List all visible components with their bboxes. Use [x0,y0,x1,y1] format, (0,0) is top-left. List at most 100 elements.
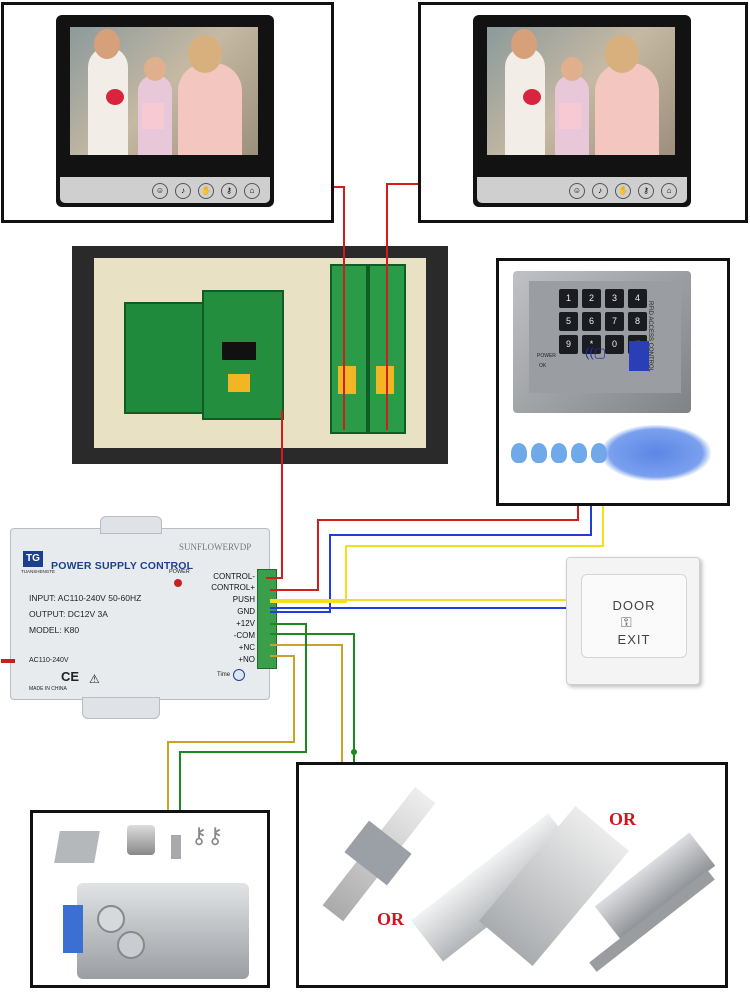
monitor-screen [70,27,258,155]
psu-made: MADE IN CHINA [29,686,67,692]
psu-title: POWER SUPPLY CONTROL [51,560,194,572]
key-icon[interactable]: ⚷ [638,183,654,199]
terminal-label-gnd: GND [237,607,255,616]
music-note-icon[interactable]: ♪ [175,183,191,199]
rfid-tag [511,443,527,463]
hand-icon[interactable]: ✋ [198,183,214,199]
family-photo-father-head [511,29,537,59]
psu-power-label: POWER [169,569,190,575]
hand-icon[interactable]: ✋ [615,183,631,199]
family-photo-card [142,103,164,129]
psu-brand: SUNFLOWERVDP [179,542,252,552]
psu-output: OUTPUT: DC12V 3A [29,609,108,619]
psu-logo-text: TUANSHENGTE [21,569,56,574]
rim-lock-frame: ⚷⚷ [30,810,270,988]
terminal-label-nc: +NC [238,643,255,652]
control-box [72,246,448,464]
keypad-key[interactable]: 6 [582,312,601,331]
keypad-key[interactable]: 5 [559,312,578,331]
ac-input-wires [1,659,15,663]
pcb-relay-left [330,264,368,434]
wire-keypad-red [270,506,579,591]
wire-junction-dot [351,749,357,755]
keypad-key[interactable]: 3 [605,289,624,308]
time-dial-icon[interactable] [233,669,245,681]
psu-ac: AC110-240V [29,657,69,664]
rfid-tag [571,443,587,463]
monitor-screen [487,27,675,155]
family-photo-father-head [94,29,120,59]
family-photo-mother-head [605,35,639,73]
family-photo-child-head [144,57,166,81]
keypad-side-text: RFID ACCESS CONTROL [647,301,653,373]
keypad-key[interactable]: * [582,335,601,354]
wire-keypad-yellow [270,506,604,603]
monitor-frame-right: ☺ ♪ ✋ ⚷ ⌂ [418,2,748,223]
keypad-key[interactable]: 8 [628,312,647,331]
person-icon[interactable]: ☺ [569,183,585,199]
keypad-power-text: POWER [537,353,556,359]
keypad-badge [629,341,649,371]
family-photo-mother-head [188,35,222,73]
relay-right [376,366,394,394]
pcb-chip [222,342,256,360]
terminal-label-com: -COM [233,631,255,640]
pcb-relay-center [228,374,250,392]
rim-lock-side [63,905,83,953]
terminal-label-push: PUSH [232,595,255,604]
lock-strike-bracket [54,831,100,863]
psu-logo-icon: TG [23,551,43,567]
monitor-bezel: ☺ ♪ ✋ ⚷ ⌂ [56,15,274,207]
lock-screws [171,835,181,859]
monitor-frame-left: ☺ ♪ ✋ ⚷ ⌂ [1,2,334,223]
psu-power-led [174,579,182,587]
family-photo-mother [595,63,659,155]
warning-icon: ⚠ [89,672,100,686]
or-label-2: OR [609,809,636,829]
wire-lock-olive [270,644,343,762]
music-note-icon[interactable]: ♪ [592,183,608,199]
power-supply-unit: TG TUANSHENGTE POWER SUPPLY CONTROL SUNF… [1,528,277,700]
wire-keypad-blue [270,506,592,613]
keypad-key[interactable]: 0 [605,335,624,354]
exit-button-plate: DOOR ⚿ EXIT [566,557,700,685]
keypad-key[interactable]: 9 [559,335,578,354]
family-photo-flowers [106,89,124,105]
keypad-key[interactable]: 4 [628,289,647,308]
family-photo-child-head [561,57,583,81]
rim-lock-keyhole [117,931,145,959]
psu-input: INPUT: AC110-240V 50-60HZ [29,593,142,603]
psu-time: Time [217,672,231,678]
or-label-1: OR [377,909,404,929]
terminal-block [257,569,277,669]
terminal-label-no: +NO [238,655,255,664]
psu-model: MODEL: K80 [29,625,80,635]
exit-button-exit-text: EXIT [617,632,651,647]
rfid-tag-pile [601,425,711,481]
terminal-label-12v: +12V [236,619,255,628]
monitor-buttons: ☺ ♪ ✋ ⚷ ⌂ [152,183,262,199]
family-photo-card [559,103,581,129]
keypad-key[interactable]: 2 [582,289,601,308]
pcb-relay-right [368,264,406,434]
terminal-label-control-plus: CONTROL+ [211,583,255,592]
rfid-logo-icon: ((▢ [585,345,606,360]
psu-mount-tab-top [100,516,162,534]
terminal-label-control-minus: CONTROL- [213,572,255,581]
rim-lock-knob [97,905,125,933]
key-icon[interactable]: ⚷ [221,183,237,199]
home-icon[interactable]: ⌂ [661,183,677,199]
home-icon[interactable]: ⌂ [244,183,260,199]
pcb-left [124,302,214,414]
keypad-key[interactable]: 7 [605,312,624,331]
person-icon[interactable]: ☺ [152,183,168,199]
keypad-key[interactable]: 1 [559,289,578,308]
family-photo-mother [178,63,242,155]
psu-ce: CE [61,669,80,684]
lock-keys: ⚷⚷ [191,823,224,848]
exit-button-door-text: DOOR [612,598,656,613]
wire-lock-green [270,633,355,762]
lock-options-frame: OR OR [296,762,728,988]
